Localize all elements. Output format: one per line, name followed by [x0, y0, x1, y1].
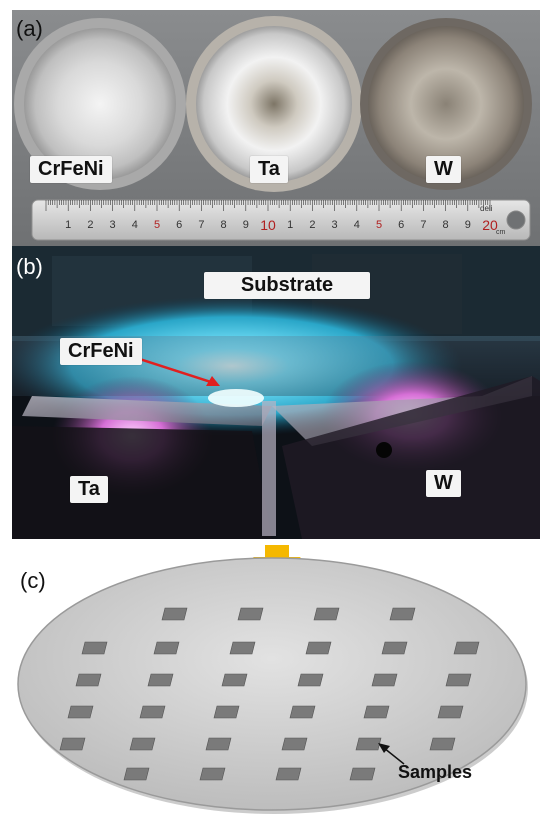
sample-square: [237, 607, 264, 621]
crfeni-target-label: CrFeNi: [30, 156, 112, 183]
samples-label: Samples: [398, 762, 473, 782]
ruler-number: 7: [420, 219, 426, 231]
w-plasma-label: W: [426, 470, 461, 497]
sample-square: [305, 641, 332, 655]
ruler-number: 6: [176, 219, 182, 231]
panel-c-label: (c): [20, 568, 46, 593]
sample-square: [147, 673, 174, 687]
ruler-number: 8: [443, 219, 449, 231]
ruler-number: 10: [260, 217, 276, 233]
sample-square: [199, 767, 226, 781]
panel-a-label: (a): [16, 16, 43, 41]
ruler-number: 2: [87, 219, 93, 231]
ruler-number: 6: [398, 219, 404, 231]
shutter-right: [272, 376, 532, 446]
ruler-number: 1: [287, 219, 293, 231]
substrate-diagram: [17, 557, 528, 814]
ta-plasma-label: Ta: [70, 476, 108, 503]
sample-square: [221, 673, 248, 687]
sample-square: [297, 673, 324, 687]
samples-pointer: [383, 747, 405, 765]
crfeni-plasma-core: [208, 389, 264, 407]
sample-grid: [59, 607, 480, 781]
ruler-number: 3: [332, 219, 338, 231]
ruler: 1 2 3 4 5 6 7 8 9 10 1 2 3 4 5 6 7 8 9 20 deli cm: [31, 199, 531, 241]
sample-square: [75, 673, 102, 687]
ruler-unit: cm: [496, 229, 506, 236]
ruler-number: 4: [354, 219, 360, 231]
sample-square: [389, 607, 416, 621]
ta-target-label: Ta: [250, 156, 288, 183]
w-target-disk: [368, 26, 524, 182]
sample-square: [355, 737, 382, 751]
shutter-left: [22, 396, 272, 426]
sample-square: [275, 767, 302, 781]
sample-square: [153, 641, 180, 655]
ruler-number: 8: [221, 219, 227, 231]
ruler-number: 20: [482, 217, 498, 233]
panel-c-substrate-diagram: (c) Samples: [12, 550, 540, 820]
ruler-number: 5: [154, 219, 160, 231]
sample-square: [161, 607, 188, 621]
center-post: [262, 401, 276, 536]
sample-square: [123, 767, 150, 781]
ruler-number: 9: [243, 219, 249, 231]
crfeni-pointer-arrowhead: [206, 376, 220, 386]
sample-square: [363, 705, 390, 719]
ruler-number: 9: [465, 219, 471, 231]
sample-square: [229, 641, 256, 655]
ruler-number: 1: [65, 219, 71, 231]
sample-square: [205, 737, 232, 751]
sample-square: [213, 705, 240, 719]
w-target-marker: [376, 442, 392, 458]
sample-square: [67, 705, 94, 719]
ruler-number: 7: [198, 219, 204, 231]
sample-square: [289, 705, 316, 719]
sample-square: [437, 705, 464, 719]
panel-b-chamber-photo: (b) Substrate CrFeNi Ta W: [12, 246, 540, 539]
sample-square: [381, 641, 408, 655]
ruler-number: 3: [110, 219, 116, 231]
sample-square: [349, 767, 376, 781]
ruler-number: 5: [376, 219, 382, 231]
sample-square: [129, 737, 156, 751]
sample-square: [371, 673, 398, 687]
w-target-label: W: [426, 156, 461, 183]
sample-square: [59, 737, 86, 751]
crfeni-target-disk: [24, 28, 176, 180]
sample-square: [139, 705, 166, 719]
sample-square: [445, 673, 472, 687]
substrate-label: Substrate: [204, 272, 370, 299]
crfeni-plasma-label: CrFeNi: [60, 338, 142, 365]
sample-square: [281, 737, 308, 751]
sample-square: [429, 737, 456, 751]
ruler-number: 4: [132, 219, 138, 231]
ruler-ticks: 1 2 3 4 5 6 7 8 9 10 1 2 3 4 5 6 7 8 9 20: [45, 200, 498, 233]
samples-pointer-arrowhead: [378, 743, 390, 753]
sample-square: [81, 641, 108, 655]
sample-square: [453, 641, 480, 655]
panel-b-label: (b): [16, 254, 43, 279]
ta-target-disk: [196, 26, 352, 182]
ruler-brand: deli: [480, 204, 493, 213]
targets-photo: 1 2 3 4 5 6 7 8 9 10 1 2 3 4 5 6 7 8 9 20 deli cm: [14, 16, 532, 241]
ruler-number: 2: [309, 219, 315, 231]
sample-square: [313, 607, 340, 621]
panel-a-targets-photo: 1 2 3 4 5 6 7 8 9 10 1 2 3 4 5 6 7 8 9 20 deli cm (a) CrFeN…: [12, 10, 540, 246]
